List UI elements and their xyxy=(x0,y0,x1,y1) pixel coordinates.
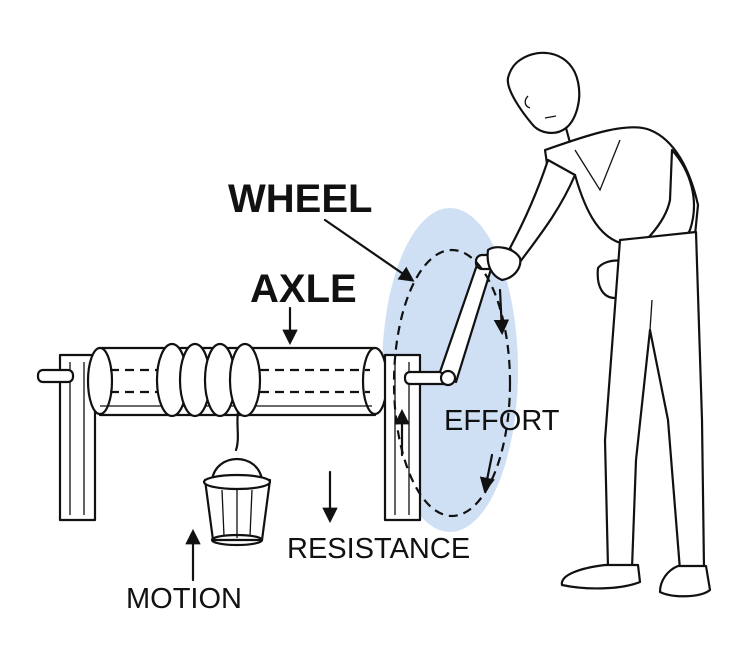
axle-label: AXLE xyxy=(250,267,357,311)
wheel-pointer-arrow xyxy=(323,218,415,282)
rope-coils xyxy=(155,342,262,452)
left-frame-post xyxy=(58,353,97,522)
wheel-label: WHEEL xyxy=(228,177,372,221)
wheel-path xyxy=(392,248,512,518)
resistance-label: RESISTANCE xyxy=(287,533,470,565)
effort-label: EFFORT xyxy=(444,405,560,437)
man-turning-crank xyxy=(486,51,712,598)
motion-label: MOTION xyxy=(126,583,242,615)
effort-arrow-right xyxy=(493,288,510,336)
effort-arrow-lower xyxy=(479,453,495,494)
axle-stub-left xyxy=(36,368,75,384)
bucket xyxy=(202,457,272,547)
